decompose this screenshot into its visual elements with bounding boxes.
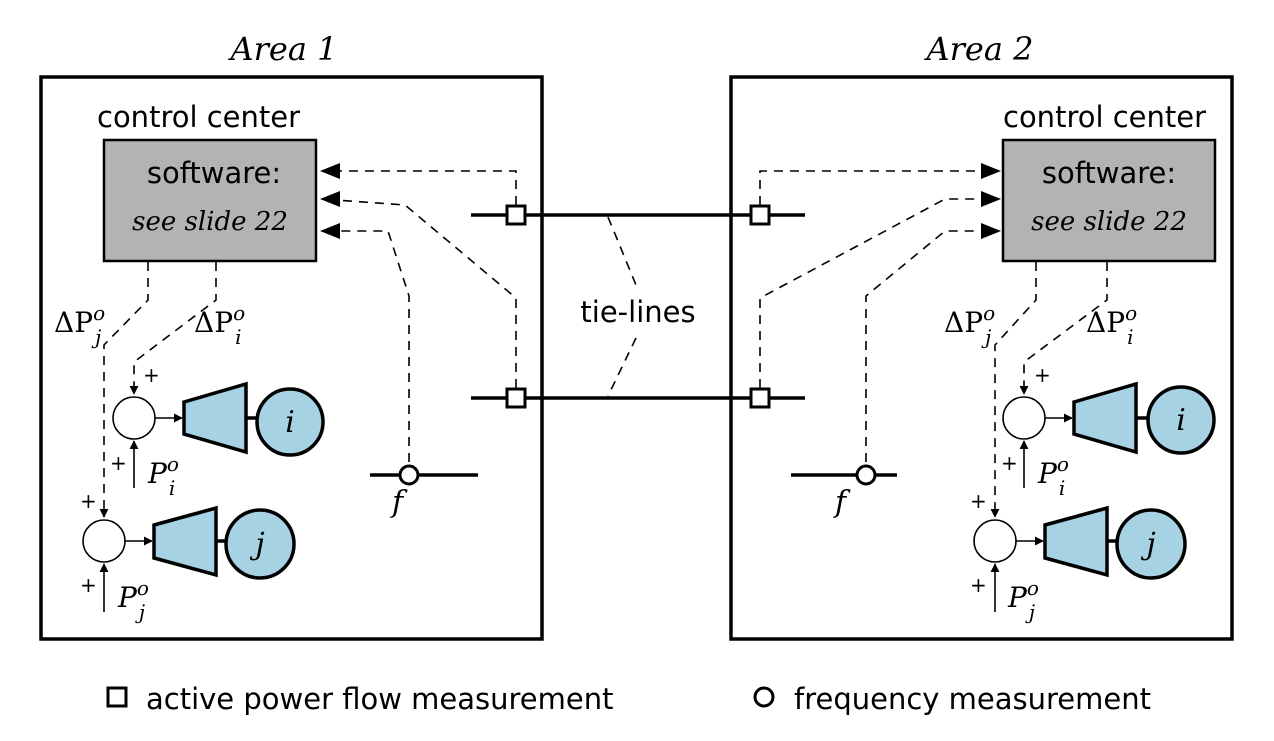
square-legend-icon [106,686,128,708]
turbine-j [152,505,218,578]
control-center-label: control center [1003,100,1206,134]
area-frame [39,75,544,641]
software-box [1001,138,1217,263]
area-title: Area 2 [924,30,1034,68]
tie-lines-label: tie-lines [580,295,695,329]
software-note: see slide 22 [132,207,288,237]
sum-node-i [112,396,156,440]
plus-top-j: + [970,489,987,513]
plus-top-j: + [80,489,97,513]
tie-lines-pointer-bottom [607,337,637,397]
legend-label-frequency: frequency measurement [794,682,1151,716]
delta-pi-signal [129,262,217,395]
delta-pj-signal [990,262,1037,518]
delta-pj-signal [99,262,149,518]
arrow-head-2 [320,191,340,207]
software-title: software: [147,156,281,190]
arrow-head-1 [981,163,1001,179]
plus-bottom-j: + [970,573,987,597]
frequency-measurement [398,464,420,486]
power-flow-measurement [749,204,771,226]
tie-line-2-signal [759,198,980,388]
plus-top-i: + [143,363,160,387]
tie-lines-pointer-top [607,216,637,286]
power-flow-measurement [505,204,527,226]
generator-i [255,387,325,457]
sum-node-j [82,519,126,563]
arrow-head-1 [320,163,340,179]
frequency-signal [865,230,980,462]
legend-label-power-flow: active power flow measurement [146,682,613,716]
arrow-head-3 [320,223,340,239]
frequency-label: f [390,485,408,520]
software-note: see slide 22 [1031,207,1187,237]
software-title: software: [1042,156,1176,190]
arrow-head-3 [981,223,1001,239]
power-flow-measurement [749,387,771,409]
area-title: Area 1 [228,30,338,68]
legend: active power flow measurement frequency … [106,682,1151,716]
sum-node-j [973,519,1017,563]
area-2: Area 2 control center software: see slid… [729,30,1234,641]
generator-j [1115,508,1187,580]
generator-i [1146,385,1216,455]
frequency-measurement [855,464,877,486]
frequency-label: f [833,485,851,520]
plus-bottom-j: + [80,573,97,597]
plus-top-i: + [1034,363,1051,387]
power-flow-measurement [505,387,527,409]
plus-bottom-i: + [110,451,127,475]
delta-pi-signal [1019,262,1108,395]
turbine-j [1043,505,1109,578]
turbine-i [1072,381,1138,455]
turbine-i [182,381,248,455]
frequency-signal [322,230,410,462]
software-box [102,138,318,263]
tie-line-1-signal [759,170,980,205]
tie-line-1-signal [322,170,517,205]
circle-legend-icon [753,686,775,708]
plus-bottom-i: + [1001,451,1018,475]
tie-lines: tie-lines [471,204,805,409]
area-1: Area 1 control center software: see slid… [39,30,544,641]
tie-line-2-signal [321,198,517,388]
sum-node-i [1002,396,1046,440]
generator-j [224,508,296,580]
arrow-head-2 [981,191,1001,207]
area-frame [729,75,1234,641]
generator-i-label: i [1176,403,1186,438]
control-center-label: control center [97,100,300,134]
generator-i-label: i [285,405,295,440]
